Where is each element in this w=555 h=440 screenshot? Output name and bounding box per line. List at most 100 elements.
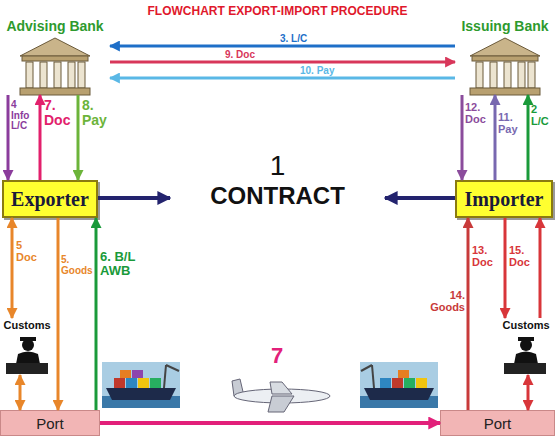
party-box: Importer xyxy=(455,180,553,218)
officer-body xyxy=(514,352,538,365)
flow-arrow xyxy=(504,218,507,318)
flow-arrow xyxy=(39,95,42,180)
bank-icon xyxy=(20,38,90,95)
step-label: 7 xyxy=(262,344,292,367)
flow-arrow xyxy=(57,218,60,410)
step-label: 13. Doc xyxy=(472,245,502,268)
customs-node: Customs xyxy=(497,318,555,375)
step-label: 4 Info L/C xyxy=(11,100,37,132)
bank-beam xyxy=(472,56,538,61)
node-text: Port xyxy=(36,415,64,432)
bank-roof xyxy=(20,38,90,56)
officer-body xyxy=(16,352,40,365)
customs-desk xyxy=(6,363,48,374)
bank-icon xyxy=(470,38,540,95)
ship-hull xyxy=(364,388,434,400)
port-box: Port xyxy=(440,410,555,436)
node-text: Customs xyxy=(3,318,50,332)
bank-column xyxy=(490,62,497,88)
container xyxy=(150,378,161,388)
bank-column xyxy=(68,62,75,88)
bank-column xyxy=(528,62,535,88)
flow-arrow xyxy=(19,375,22,410)
plane-wing xyxy=(268,396,294,412)
sky xyxy=(360,362,438,408)
flow-arrow xyxy=(461,95,464,180)
flow-arrow xyxy=(110,61,455,64)
node-text: Port xyxy=(484,415,512,432)
cargo-ship xyxy=(102,362,180,408)
flow-arrow xyxy=(11,218,14,318)
step-label: 6. B/L AWB xyxy=(100,250,146,277)
flow-arrow xyxy=(98,196,170,200)
step-label: 5 Doc xyxy=(16,240,44,263)
crane xyxy=(164,365,166,388)
contract-node: 1CONTRACT xyxy=(170,128,385,216)
flow-arrow xyxy=(7,95,10,180)
node-text: Exporter xyxy=(11,188,89,211)
bank-beam xyxy=(22,56,88,61)
container xyxy=(120,370,131,378)
flow-arrow xyxy=(77,95,80,180)
bank-column xyxy=(78,62,85,88)
step-label: 10. Pay xyxy=(300,66,348,77)
crane xyxy=(372,365,374,388)
bank-column xyxy=(504,62,511,88)
step-label: 12. Doc xyxy=(465,102,493,125)
flow-arrow xyxy=(494,95,497,180)
node-text: Advising Bank xyxy=(6,18,103,34)
container xyxy=(392,378,403,388)
container xyxy=(138,378,149,388)
customs-node: Customs xyxy=(0,318,54,375)
customs-officer-icon xyxy=(6,337,48,374)
customs-desk xyxy=(504,363,546,374)
bank-column xyxy=(40,62,47,88)
flow-arrow xyxy=(467,218,470,410)
flow-arrow xyxy=(527,375,530,410)
plane-wing xyxy=(270,382,292,394)
step-label: 8. Pay xyxy=(82,98,112,127)
container xyxy=(126,378,137,388)
flow-arrow xyxy=(385,196,455,200)
flow-arrow xyxy=(100,421,440,425)
bank-base xyxy=(20,88,90,95)
port-box: Port xyxy=(0,410,100,436)
flow-arrow xyxy=(95,218,98,410)
step-label: 14. Goods xyxy=(424,290,465,313)
container xyxy=(416,378,427,388)
container xyxy=(380,378,391,388)
officer-cap xyxy=(518,337,534,341)
step-label: 2 L/C xyxy=(531,104,555,127)
node-text: Customs xyxy=(502,318,549,332)
container xyxy=(398,370,409,378)
bank-node: Issuing Bank xyxy=(455,18,555,95)
chart-title: FLOWCHART EXPORT-IMPORT PROCEDURE xyxy=(100,4,455,18)
container xyxy=(114,378,125,388)
party-box: Exporter xyxy=(2,180,98,218)
flow-arrow xyxy=(539,218,542,318)
node-text: CONTRACT xyxy=(210,182,345,210)
crane xyxy=(166,365,179,371)
flow-arrow xyxy=(110,45,455,48)
flow-arrow xyxy=(527,95,530,180)
cargo-ship xyxy=(360,362,438,408)
crane xyxy=(361,365,372,371)
step-label: 9. Doc xyxy=(225,50,269,61)
customs-officer-icon xyxy=(504,337,546,374)
bank-base xyxy=(470,88,540,95)
bank-column xyxy=(476,62,483,88)
bank-roof xyxy=(470,38,540,56)
node-text: Issuing Bank xyxy=(461,18,548,34)
step-label: 15. Doc xyxy=(509,245,539,268)
container xyxy=(404,378,415,388)
bank-node: Advising Bank xyxy=(0,18,110,95)
flow-arrow xyxy=(110,77,455,80)
node-text: 1 xyxy=(270,150,286,182)
container xyxy=(132,370,143,378)
sky xyxy=(102,362,180,408)
node-text: Importer xyxy=(465,188,544,211)
